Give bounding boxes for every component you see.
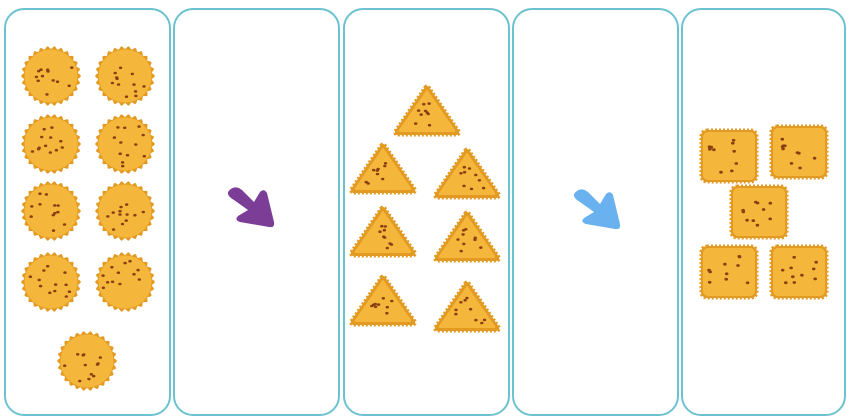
round-cookie-icon	[94, 251, 156, 313]
triangle-cracker-icon	[432, 280, 502, 334]
arrow-down-right-icon	[224, 180, 282, 234]
round-cookie-icon	[20, 251, 82, 313]
round-cookie-icon	[56, 330, 118, 392]
square-cracker-icon	[699, 244, 759, 300]
square-cracker-icon	[699, 128, 759, 184]
square-cracker-icon	[769, 124, 829, 180]
triangle-cracker-icon	[392, 84, 462, 138]
square-cracker-icon	[729, 184, 789, 240]
triangle-cracker-icon	[432, 147, 502, 201]
triangle-cracker-icon	[348, 205, 418, 259]
round-cookie-icon	[20, 113, 82, 175]
square-cracker-icon	[769, 244, 829, 300]
round-cookie-icon	[20, 180, 82, 242]
arrow-down-right-icon	[570, 182, 628, 236]
triangle-cracker-icon	[432, 210, 502, 264]
triangle-cracker-icon	[348, 142, 418, 196]
round-cookie-icon	[94, 45, 156, 107]
round-cookie-icon	[20, 45, 82, 107]
triangle-cracker-icon	[348, 274, 418, 328]
round-cookie-icon	[94, 180, 156, 242]
round-cookie-icon	[94, 113, 156, 175]
